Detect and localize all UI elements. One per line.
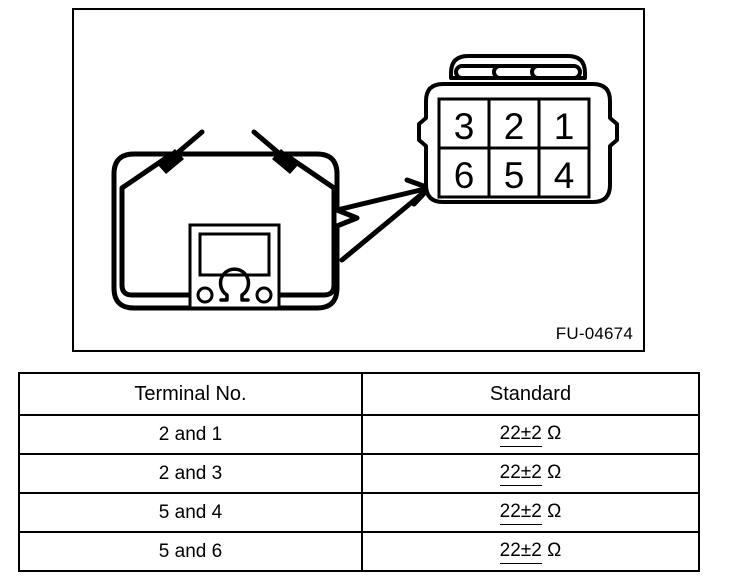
test-probe-left [157,129,205,174]
lead-wire-right [267,155,337,298]
meter-jack-left [196,286,214,304]
table-row: 5 and 6 22±2 Ω [18,531,700,572]
ohm-unit-symbol: Ω [547,422,562,444]
figure-id-label: FU-04674 [555,324,633,343]
standard-value: 22±2 [499,423,542,447]
probe-tip-right [251,129,284,158]
cell-standard: 22±2 Ω [361,531,700,572]
inspection-diagram: 3 2 1 6 5 4 [111,54,619,311]
illustration-panel: 3 2 1 6 5 4 FU-04674 [72,8,645,352]
table-header-row: Terminal No. Standard [18,372,700,416]
cell-terminal: 5 and 4 [18,492,363,533]
lead-wire-left [119,155,202,298]
pin-number: 3 [454,106,475,147]
meter-leads [119,155,337,298]
cell-terminal: 2 and 1 [18,414,363,455]
standard-value: 22±2 [499,501,542,525]
pin-number: 6 [454,155,475,196]
pin-number: 4 [554,155,575,196]
pin-number: 1 [554,106,575,147]
test-probes [157,129,299,174]
table-row: 2 and 1 22±2 Ω [18,414,700,455]
connector-housing: 3 2 1 6 5 4 [417,54,619,204]
ohm-symbol-icon [218,267,251,302]
standard-value: 22±2 [499,462,542,486]
ohm-unit-symbol: Ω [547,539,562,561]
standard-value: 22±2 [499,540,542,564]
cell-standard: 22±2 Ω [361,414,700,455]
test-probe-right [251,129,299,174]
cell-standard: 22±2 Ω [361,492,700,533]
callout-tail-upper [334,185,432,213]
ohm-unit-symbol: Ω [547,500,562,522]
pin-number: 5 [504,155,525,196]
probe-tip-left [172,129,205,158]
meter-display [198,232,271,277]
pin-number: 2 [504,106,525,147]
specification-table: Terminal No. Standard 2 and 1 22±2 Ω 2 a… [18,372,700,572]
cell-terminal: 2 and 3 [18,453,363,494]
table-row: 5 and 4 22±2 Ω [18,492,700,533]
cell-terminal: 5 and 6 [18,531,363,572]
connector-lock-tab-3 [530,64,582,80]
meter-body [188,223,281,310]
ohm-unit-symbol: Ω [547,461,562,483]
column-header-standard: Standard [361,372,700,416]
meter-jack-right [255,286,273,304]
column-header-terminal: Terminal No. [18,372,363,416]
cell-standard: 22±2 Ω [361,453,700,494]
table-row: 2 and 3 22±2 Ω [18,453,700,494]
callout-bubble-outline [111,151,360,311]
